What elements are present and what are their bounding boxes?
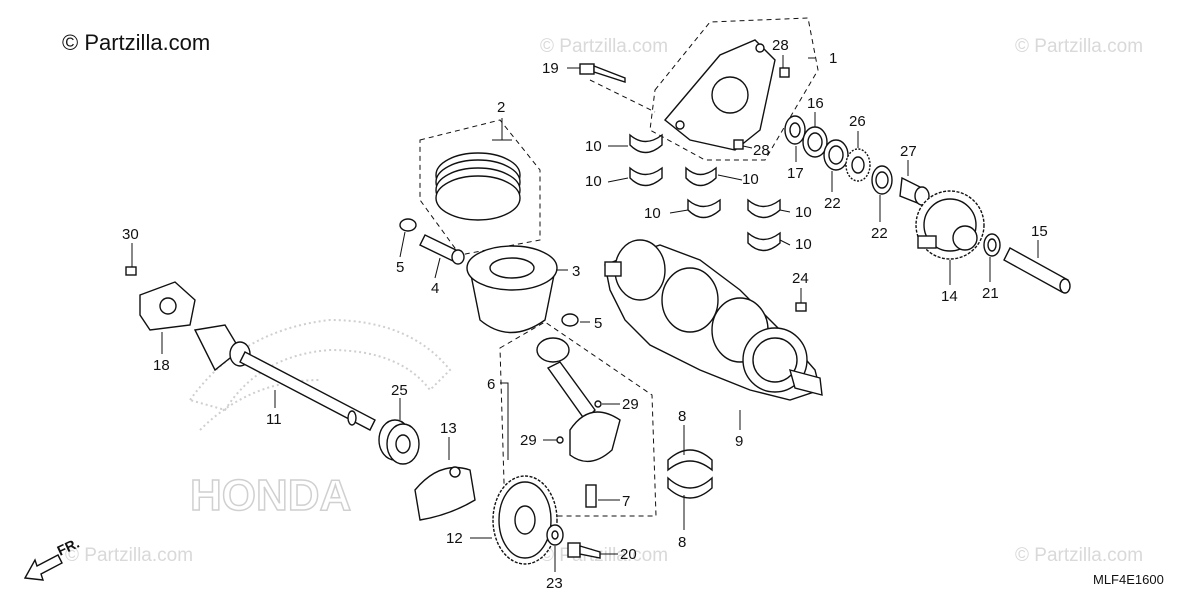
callout-15: 15 xyxy=(1031,223,1048,240)
background-logo: HONDA xyxy=(188,318,452,521)
callout-30: 30 xyxy=(122,226,139,243)
part-13-plate xyxy=(414,466,476,521)
part-21-washer xyxy=(983,233,1001,257)
part-29-oil-jet xyxy=(594,400,602,408)
watermark-text: © Partzilla.com xyxy=(1015,545,1144,566)
part-19-bolt xyxy=(579,63,626,83)
watermark-text: © Partzilla.com xyxy=(65,545,194,566)
part-5-pin-clip xyxy=(561,313,579,327)
callout-26: 26 xyxy=(849,113,866,130)
callout-21: 21 xyxy=(982,285,999,302)
part-10-main-bearings xyxy=(629,133,781,252)
part-8-rod-bearings xyxy=(667,449,713,499)
part-9-crankshaft xyxy=(604,239,823,401)
part-27-needle-bearing xyxy=(899,176,930,206)
callout-10: 10 xyxy=(742,171,759,188)
callout-1: 1 xyxy=(829,50,837,67)
part-24-key xyxy=(795,302,807,312)
part-5-pin-clip xyxy=(399,218,417,232)
callout-11: 11 xyxy=(266,411,282,428)
part-14-balancer-gear xyxy=(915,190,985,260)
front-direction-arrow: FR. xyxy=(23,535,82,581)
callout-5: 5 xyxy=(396,259,404,276)
callout-17: 17 xyxy=(787,165,804,182)
callout-20: 20 xyxy=(620,546,637,563)
callout-8: 8 xyxy=(678,408,686,425)
callout-3: 3 xyxy=(572,263,580,280)
part-28-dowel xyxy=(779,67,790,78)
callout-2: 2 xyxy=(497,99,505,116)
callout-7: 7 xyxy=(622,493,630,510)
part-1-balancer-cover xyxy=(664,39,776,151)
callout-16: 16 xyxy=(807,95,824,112)
callout-24: 24 xyxy=(792,270,809,287)
part-15-balancer-shaft xyxy=(1003,247,1071,294)
part-23-washer xyxy=(546,524,564,546)
part-28-dowel xyxy=(733,139,744,150)
callout-22: 22 xyxy=(824,195,841,212)
callout-28: 28 xyxy=(772,37,789,54)
callout-19: 19 xyxy=(542,60,559,77)
callout-18: 18 xyxy=(153,357,170,374)
callout-5: 5 xyxy=(594,315,602,332)
callout-8: 8 xyxy=(678,534,686,551)
callout-9: 9 xyxy=(735,433,743,450)
callout-10: 10 xyxy=(795,204,812,221)
callout-23: 23 xyxy=(546,575,563,592)
callout-25: 25 xyxy=(391,382,408,399)
leader-lines xyxy=(131,55,1039,572)
part-18-plate xyxy=(139,281,196,331)
callout-29: 29 xyxy=(520,432,537,449)
part-7-rod-bolt xyxy=(585,484,597,508)
callout-12: 12 xyxy=(446,530,463,547)
part-20-bolt xyxy=(567,542,601,559)
callout-27: 27 xyxy=(900,143,917,160)
callout-10: 10 xyxy=(644,205,661,222)
part-22-washer xyxy=(871,165,893,195)
copyright-text: © Partzilla.com xyxy=(62,30,211,55)
background-logo-text: HONDA xyxy=(190,471,351,520)
part-29-oil-jet xyxy=(556,436,564,444)
part-12-gear xyxy=(492,475,558,565)
callout-6: 6 xyxy=(487,376,495,393)
callout-14: 14 xyxy=(941,288,958,305)
callout-10: 10 xyxy=(585,138,602,155)
part-3-piston xyxy=(466,245,558,334)
part-26-gear xyxy=(845,148,871,182)
callout-29: 29 xyxy=(622,396,639,413)
callout-10: 10 xyxy=(795,236,812,253)
part-22-washer xyxy=(823,139,849,171)
part-25-bearing xyxy=(378,419,420,465)
callout-22: 22 xyxy=(871,225,888,242)
callout-28: 28 xyxy=(753,142,770,159)
watermark-text: © Partzilla.com xyxy=(1015,36,1144,57)
part-30-bolt xyxy=(125,266,137,276)
watermark-text: © Partzilla.com xyxy=(540,36,669,57)
part-17-bearing xyxy=(784,115,806,145)
part-4-piston-pin xyxy=(419,234,465,265)
part-6-connecting-rod xyxy=(536,337,621,463)
front-indicator-label: FR. xyxy=(55,535,82,559)
callout-10: 10 xyxy=(585,173,602,190)
part-11-shaft xyxy=(193,324,376,431)
callout-labels: 1 2 3 4 5 5 6 7 8 8 9 10 10 10 10 10 10 … xyxy=(122,37,1048,592)
diagram-code: MLF4E1600 xyxy=(1093,572,1164,587)
callout-4: 4 xyxy=(431,280,439,297)
part-16-washer xyxy=(802,126,828,158)
part-2-piston-rings xyxy=(435,152,521,221)
callout-13: 13 xyxy=(440,420,457,437)
